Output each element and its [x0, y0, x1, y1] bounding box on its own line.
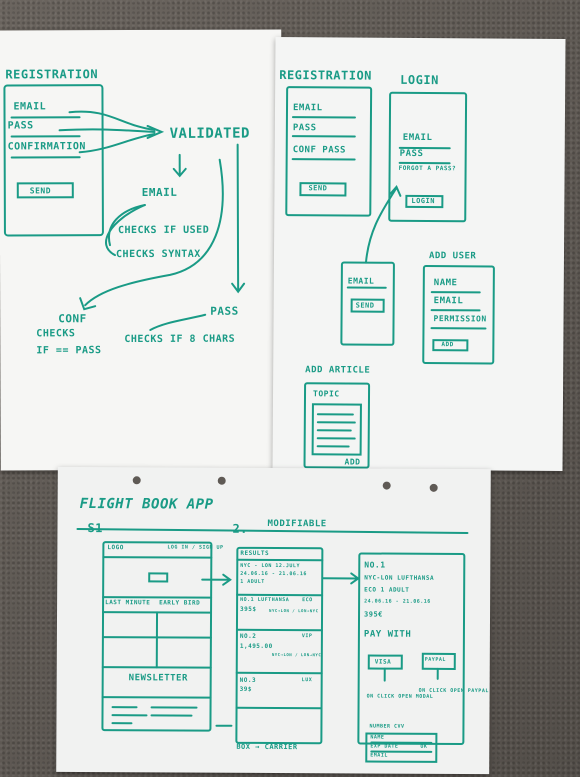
forgot-pass-link-sketch: FORGOT A PASS?	[398, 164, 457, 173]
card-email-label: EMAIL	[370, 752, 388, 759]
send-button-sketch: SEND	[29, 186, 52, 196]
result-2-tag: VIP	[301, 633, 313, 640]
result-3-tag: LUX	[301, 677, 313, 684]
flight-app-title: FLIGHT BOOK APP	[79, 495, 214, 513]
registration-flow-sheet: REGISTRATION EMAIL PASS CONFIRMATION SEN…	[0, 29, 283, 471]
registration-wireframe-title: REGISTRATION	[279, 68, 372, 83]
registration-flow-strokes	[3, 84, 246, 331]
login-button-sketch: LOGIN	[411, 196, 435, 206]
result-1-path: NYC→LON / LON→NYC	[269, 607, 319, 614]
visa-onclick-note: ON CLICK OPEN MODAL	[366, 693, 434, 700]
reg-pass-label: PASS	[292, 123, 317, 134]
pass-field-label: PASS	[7, 120, 34, 132]
pay-with-label: PAY WITH	[363, 629, 412, 640]
reg-conf-pass-label: CONF PASS	[292, 145, 347, 156]
add-user-permission-label: PERMISSION	[433, 314, 487, 324]
box-carrier-label: BOX → CARRIER	[236, 742, 298, 752]
checks-if-used-label: CHECKS IF USED	[117, 224, 210, 237]
result-3-label: NO.3	[239, 676, 257, 684]
results-label: RESULTS	[240, 549, 270, 557]
card-number-cvv-label: NUMBER CVV	[369, 723, 405, 730]
search-passengers: 1 ADULT	[240, 578, 265, 585]
reg-send-button-sketch: SEND	[308, 184, 328, 193]
login-signup-placeholder: LOG IN / SIGN UP	[167, 544, 224, 551]
screen-1-label: S1	[87, 521, 103, 536]
search-dates: 24.06.16 - 21.06.16	[240, 570, 307, 578]
email-check-label: EMAIL	[141, 185, 178, 199]
details-dates: 24.06.16 - 21.06.16	[364, 598, 431, 605]
modifiable-label: MODIFIABLE	[267, 518, 327, 530]
flight-app-strokes	[76, 527, 469, 763]
email-field-label: EMAIL	[13, 101, 47, 113]
confirmation-field-label: CONFIRMATION	[7, 141, 86, 153]
newsletter-label: NEWSLETTER	[128, 673, 188, 684]
logo-placeholder: LOGO	[107, 544, 124, 552]
paypal-button-sketch: PAYPAL	[424, 656, 446, 663]
wireframes-strokes	[285, 86, 495, 469]
add-user-name-label: NAME	[433, 278, 458, 289]
result-3-price: 39$	[239, 685, 253, 693]
result-2-path: NYC→LON / LON→NYC	[271, 651, 322, 658]
registration-title: REGISTRATION	[5, 67, 99, 82]
login-email-label: EMAIL	[402, 132, 433, 144]
card-name-label: NAME	[370, 734, 385, 741]
forgot-email-label: EMAIL	[347, 276, 375, 286]
screen-2-label: 2.	[232, 521, 248, 536]
conf-check-label: CONF	[58, 312, 87, 326]
pass-check-label: PASS	[210, 304, 239, 318]
add-user-button-sketch: ADD	[441, 341, 454, 349]
checks-syntax-label: CHECKS SYNTAX	[115, 248, 201, 261]
conf-if-pass-label: IF == PASS	[36, 345, 102, 357]
add-article-topic-label: TOPIC	[312, 389, 340, 399]
result-2-label: NO.2	[239, 632, 257, 640]
details-number: NO.1	[364, 560, 386, 570]
card-expiry-label: EXP DATE	[370, 743, 399, 750]
login-pass-label: PASS	[399, 148, 424, 160]
add-user-title: ADD USER	[428, 251, 477, 262]
validated-label: VALIDATED	[169, 125, 250, 142]
result-2-price: 1,495.00	[239, 642, 273, 650]
result-1-price: 395$	[240, 605, 257, 613]
card-ok-button-sketch: OK	[420, 743, 428, 750]
details-class: ECO 1 ADULT	[364, 586, 410, 594]
last-minute-label: LAST MINUTE	[105, 599, 151, 607]
add-article-title: ADD ARTICLE	[305, 365, 371, 376]
add-article-button-sketch: ADD	[344, 457, 361, 467]
checks-8-chars-label: CHECKS IF 8 CHARS	[124, 333, 236, 346]
details-price: 395€	[364, 610, 383, 619]
login-wireframe-title: LOGIN	[400, 72, 439, 88]
visa-button-sketch: VISA	[374, 658, 392, 666]
result-1-label: NO.1 LUFTHANSA	[240, 596, 290, 604]
flight-book-app-sheet: FLIGHT BOOK APP S1 LOGO LOG IN / SIGN UP…	[56, 466, 491, 775]
early-bird-label: EARLY BIRD	[159, 599, 201, 607]
details-airline: NYC-LON LUFTHANSA	[364, 574, 435, 582]
result-1-tag: ECO	[302, 597, 313, 604]
forgot-send-button-sketch: SEND	[355, 301, 375, 310]
paypal-onclick-note: ON CLICK OPEN PAYPAL	[418, 687, 489, 695]
add-user-email-label: EMAIL	[433, 296, 464, 307]
search-route: NYC - LON 12.JULY	[240, 562, 300, 570]
reg-email-label: EMAIL	[292, 103, 323, 114]
wireframes-sheet: REGISTRATION LOGIN EMAIL PASS CONF PASS …	[272, 36, 566, 472]
conf-checks-label: CHECKS	[36, 328, 76, 340]
